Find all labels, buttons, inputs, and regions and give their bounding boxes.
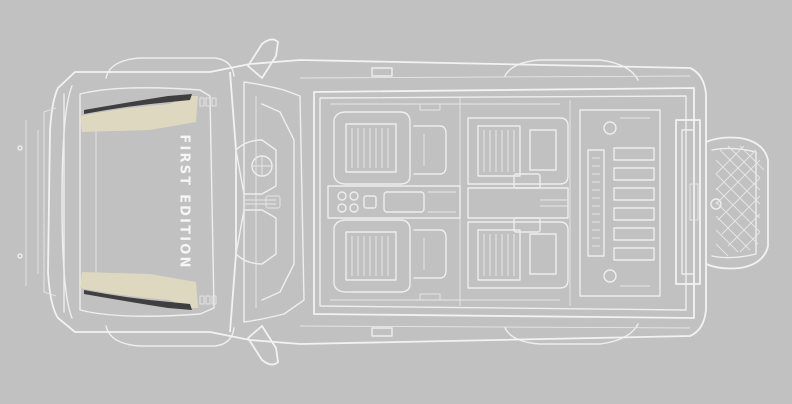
rear-left-seat	[467, 117, 569, 185]
rear-right-seat	[467, 221, 569, 289]
hood: FIRST EDITION	[79, 87, 217, 317]
front-right-seat	[333, 219, 447, 293]
hood-stripe-right	[80, 272, 198, 308]
front-right-wheel	[105, 325, 235, 347]
cargo-rails	[613, 147, 655, 261]
rear-left-wheel	[504, 59, 639, 81]
front-left-wheel	[105, 57, 235, 79]
hood-vents	[199, 97, 217, 305]
body-outline	[17, 59, 707, 345]
cabin	[313, 87, 695, 319]
rear-right-wheel	[504, 323, 639, 345]
dashboard	[235, 139, 281, 265]
roof-rails	[299, 67, 691, 337]
rear-seats	[467, 117, 569, 289]
right-mirror	[247, 325, 279, 366]
spare-tire	[705, 136, 769, 270]
hood-edition-lettering: FIRST EDITION	[177, 134, 192, 269]
cargo-area	[579, 109, 661, 297]
windshield	[229, 38, 305, 366]
front-left-seat	[333, 111, 447, 185]
rear-door	[675, 119, 701, 285]
front-seats	[327, 111, 461, 293]
left-mirror	[247, 38, 279, 79]
hood-stripe-left-dark	[84, 94, 192, 114]
hood-stripe-right-dark	[84, 290, 192, 310]
center-console	[327, 185, 461, 219]
tire-tread	[715, 145, 765, 257]
hood-stripe-left	[80, 96, 198, 132]
